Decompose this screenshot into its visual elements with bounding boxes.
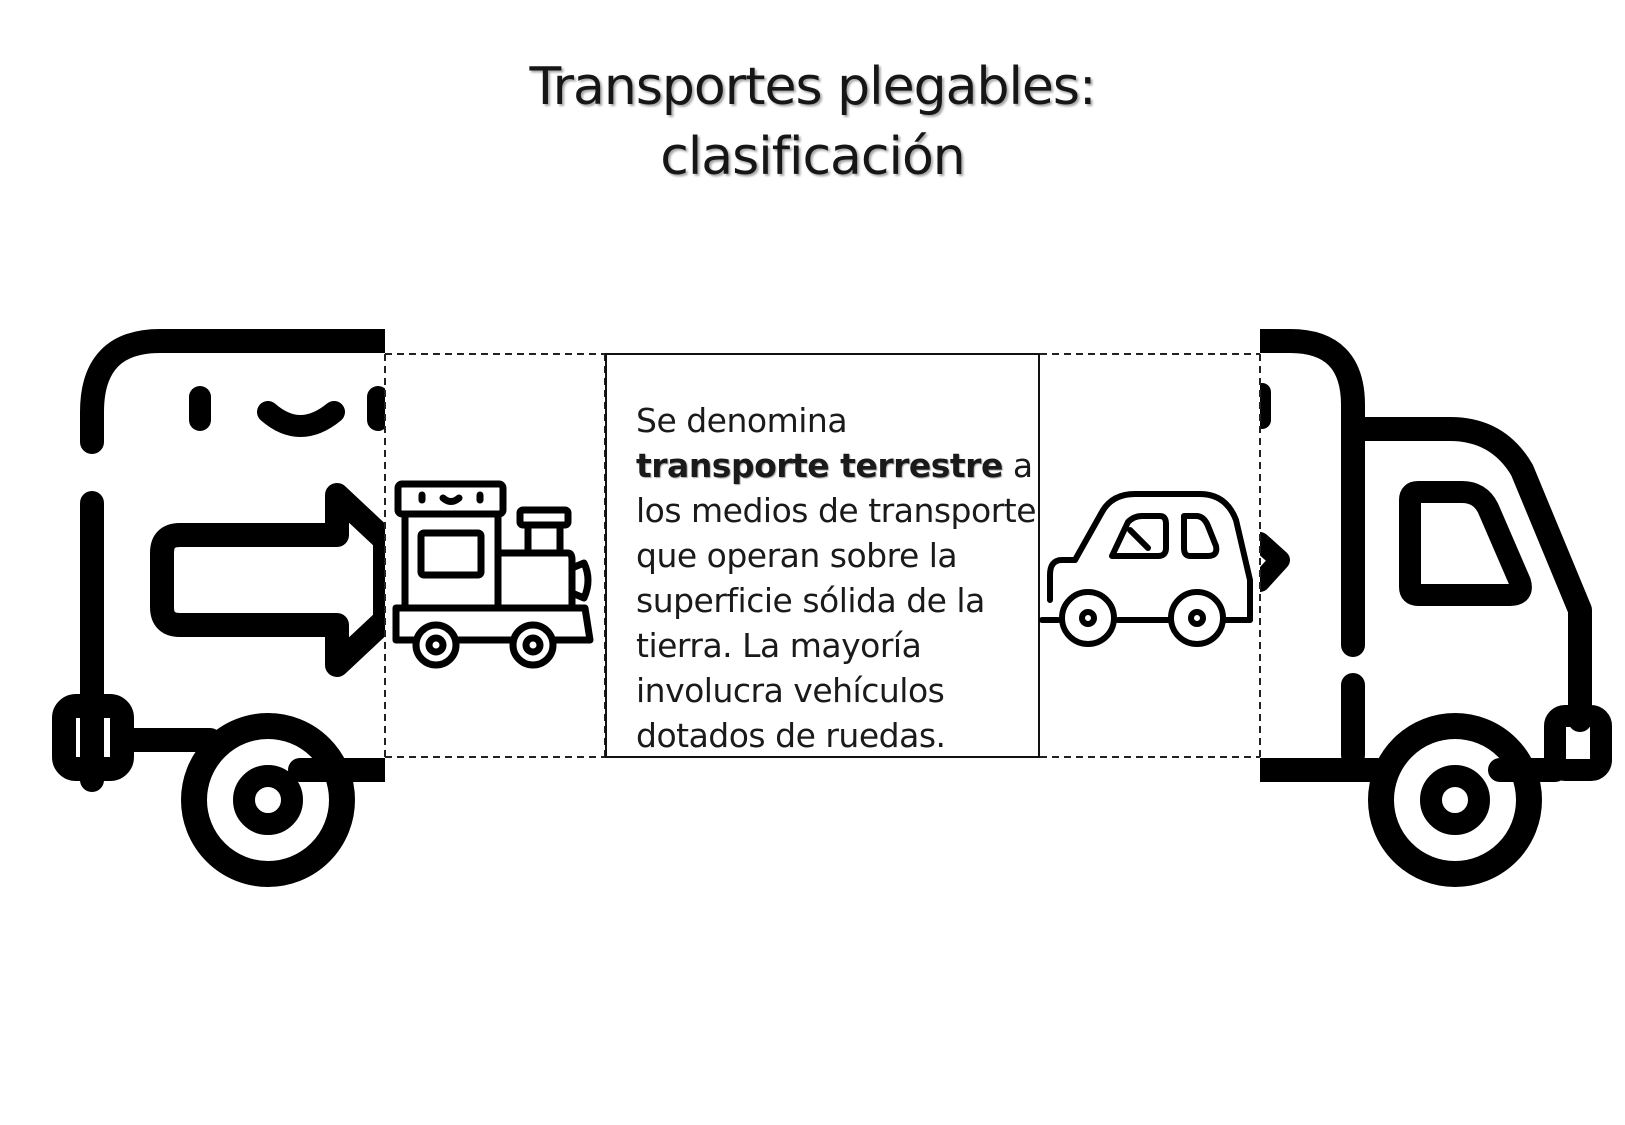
description-pre: Se denomina (636, 401, 848, 440)
title-line-2: clasificación (660, 127, 965, 187)
arrow-right-icon (150, 483, 397, 677)
description-text: Se denomina transporte terrestre a los m… (636, 398, 1037, 758)
truck-back-icon (52, 329, 397, 887)
fold-panels (384, 353, 1261, 758)
toy-train-icon (392, 480, 594, 669)
description-highlight: transporte terrestre (636, 446, 1003, 485)
description-post: a los medios de transporte que operan so… (636, 446, 1037, 755)
page-title: Transportes plegables: clasificación (0, 52, 1625, 192)
title-line-1: Transportes plegables: (529, 57, 1097, 117)
car-icon (1039, 491, 1253, 647)
truck-cab-icon (1248, 329, 1612, 887)
